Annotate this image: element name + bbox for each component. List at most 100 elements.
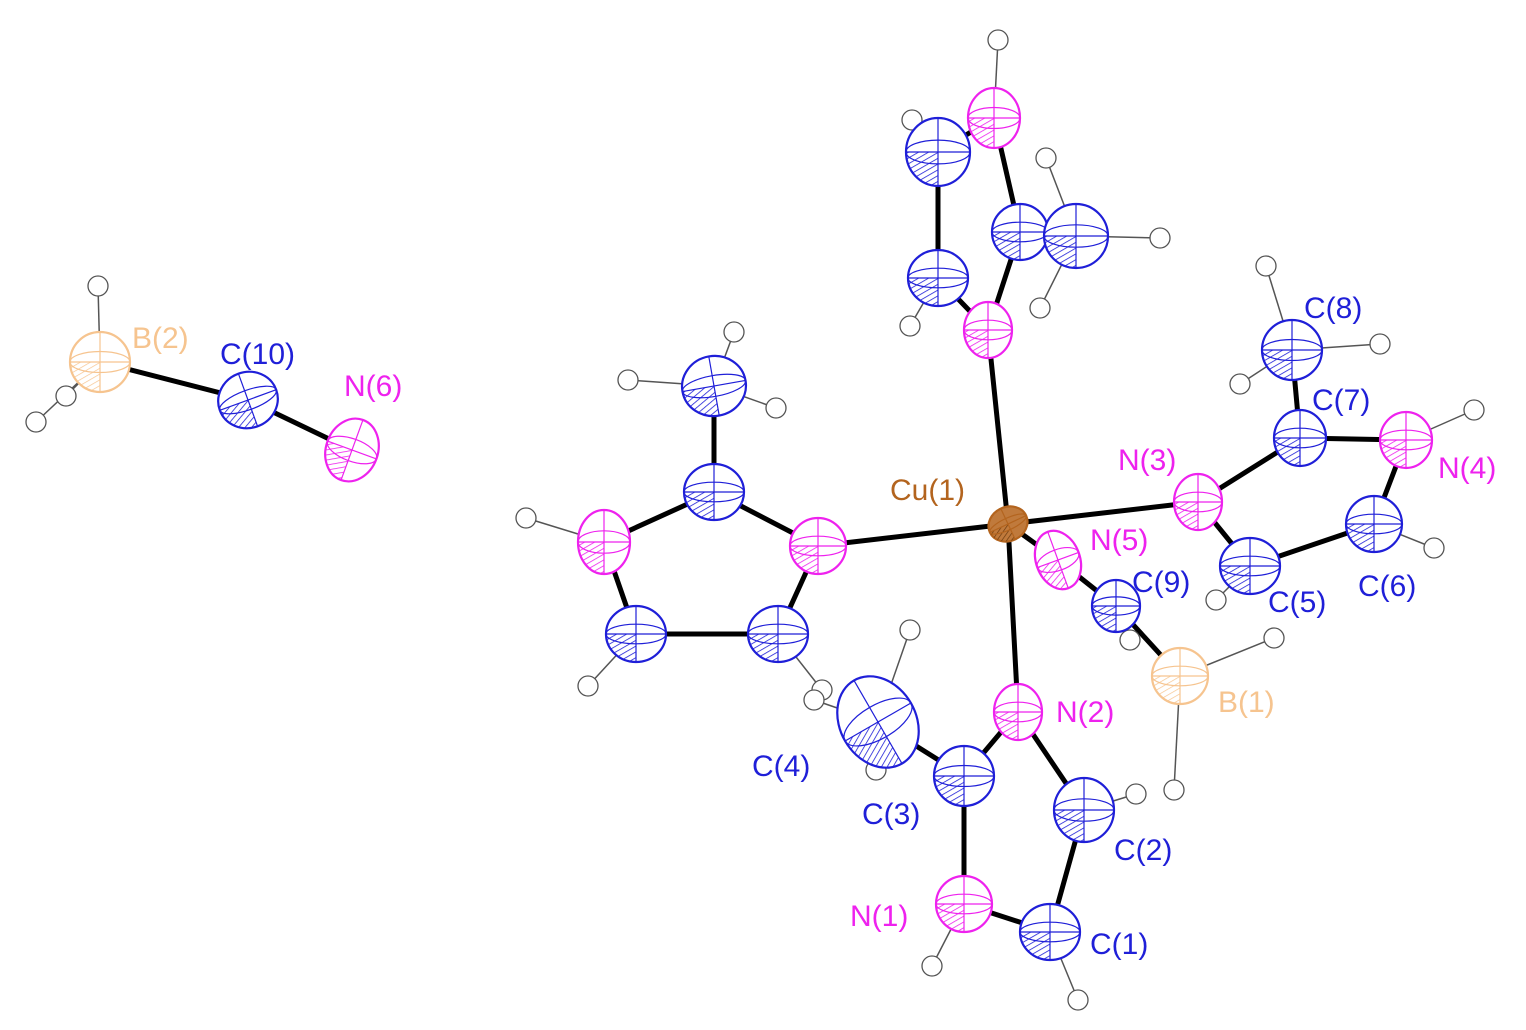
label-c7: C(7) [1312, 384, 1370, 417]
hydrogen-atom-h24 [1119, 629, 1141, 651]
atom-c10 [217, 370, 279, 430]
hydrogen-atom-h21 [1205, 589, 1227, 611]
label-n5: N(5) [1090, 524, 1148, 557]
hydrogen-atom-h2 [55, 385, 77, 407]
atom-n6 [324, 417, 380, 483]
atom-c4 [836, 675, 920, 769]
atom-c_t1 [906, 248, 970, 308]
hydrogen-atom-h11 [899, 315, 921, 337]
hydrogen-atom-h19 [1463, 399, 1485, 421]
hydrogen-atom-h15 [1029, 297, 1051, 319]
hydrogen-bonds [35, 39, 1475, 1001]
equator-n_a [789, 535, 847, 557]
axis-y-c10 [237, 373, 259, 427]
label-b2: B(2) [132, 322, 189, 355]
atom-c3 [932, 744, 996, 808]
atom-c_a4 [680, 354, 748, 418]
equator-c_a2 [605, 623, 667, 645]
equator-n3 [1173, 491, 1223, 513]
hydrogen-atom-h4 [723, 321, 745, 343]
equator-c_t1 [907, 267, 969, 289]
label-cu1: Cu(1) [890, 474, 965, 507]
octant-c6 [1346, 524, 1374, 552]
equator-c1 [1019, 921, 1081, 943]
octant-c8 [1262, 350, 1292, 380]
octant-n_t2 [968, 118, 994, 148]
atom-n_t2 [966, 86, 1022, 150]
hydrogen-atom-h25 [899, 619, 921, 641]
equator-c7 [1273, 427, 1327, 449]
octant-c_t2 [906, 152, 938, 186]
octant-n1 [936, 904, 964, 932]
label-c10: C(10) [220, 338, 295, 371]
label-c4: C(4) [752, 750, 810, 783]
hydrogen-atom-h23 [1163, 779, 1185, 801]
octant-c1 [1020, 932, 1050, 960]
atom-c8 [1260, 318, 1324, 382]
hydrogen-atom-h22 [1263, 627, 1285, 649]
equator-c6 [1345, 513, 1403, 535]
atom-c5 [1218, 536, 1282, 596]
equator-n2 [993, 701, 1043, 723]
atoms [68, 86, 1434, 962]
hydrogen-atom-h28 [1125, 783, 1147, 805]
equator-c2 [1053, 798, 1115, 822]
equator-n_t [963, 319, 1013, 341]
atom-c7 [1272, 408, 1328, 468]
equator-b2 [69, 350, 131, 374]
equator-c4 [843, 697, 913, 747]
hydrogen-atom-h20 [1423, 537, 1445, 559]
atom-n5 [1033, 529, 1083, 591]
label-n3: N(3) [1118, 444, 1176, 477]
equator-c10 [219, 385, 277, 415]
label-c3: C(3) [862, 798, 920, 831]
octant-b1 [1152, 676, 1180, 704]
atom-n1 [934, 874, 994, 934]
bond-cu1-n_t [985, 327, 1011, 527]
octant-c_t1 [908, 278, 938, 306]
atom-n_a2 [576, 508, 632, 576]
equator-n5 [1036, 546, 1080, 574]
label-c6: C(6) [1358, 570, 1416, 603]
axis-y-cu1 [1000, 508, 1016, 540]
equator-b1 [1151, 665, 1209, 687]
octant-c_a2 [606, 634, 636, 662]
equator-n_t2 [967, 106, 1021, 130]
octant-c9 [1092, 606, 1116, 632]
atom-n_a [788, 516, 848, 576]
octant-c_a3 [748, 634, 778, 662]
label-n1: N(1) [850, 900, 908, 933]
hydrogen-atom-h26 [803, 689, 825, 711]
label-n4: N(4) [1438, 452, 1496, 485]
equator-c5 [1219, 555, 1281, 577]
equator-c_t2 [905, 139, 971, 165]
equator-c_a4 [681, 373, 747, 399]
atom-n2 [992, 682, 1044, 742]
label-c1: C(1) [1090, 928, 1148, 961]
hydrogen-atom-h6 [765, 397, 787, 419]
label-b1: B(1) [1218, 686, 1275, 719]
atom-c_t4 [1042, 202, 1110, 270]
atom-c1 [1018, 902, 1082, 962]
hydrogen-atom-h8 [577, 675, 599, 697]
octant-n_t [964, 330, 988, 358]
atom-c_t3 [990, 202, 1050, 262]
atom-n_t [962, 300, 1014, 360]
bond-cu1-n3 [1005, 499, 1201, 527]
equator-c3 [933, 764, 995, 788]
atom-c_a3 [746, 604, 810, 664]
label-n6: N(6) [344, 370, 402, 403]
equator-n4 [1379, 429, 1433, 451]
atom-n4 [1378, 410, 1434, 470]
octant-c5 [1220, 566, 1250, 594]
equator-n_a2 [577, 530, 631, 554]
equator-n1 [935, 893, 993, 915]
bond-cu1-n2 [1005, 521, 1021, 715]
hydrogen-atom-h29 [921, 955, 943, 977]
hydrogen-atom-h17 [1369, 333, 1391, 355]
equator-c9 [1091, 596, 1141, 616]
atom-c2 [1052, 776, 1116, 844]
atom-b1 [1150, 646, 1210, 706]
label-c9: C(9) [1132, 566, 1190, 599]
